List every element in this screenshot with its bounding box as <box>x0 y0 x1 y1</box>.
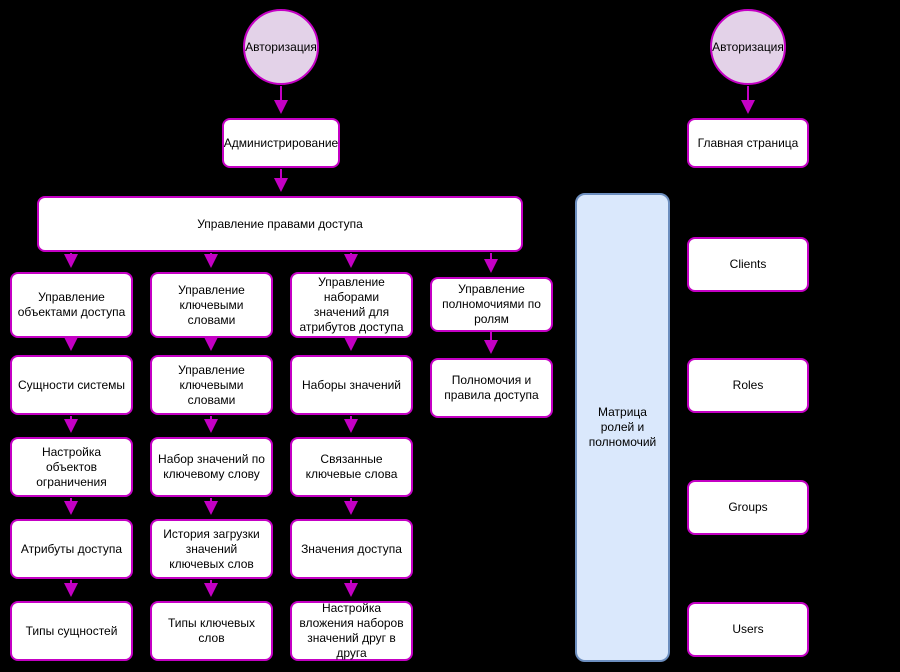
node-keyword-types: Типы ключевых слов <box>150 601 273 661</box>
node-permissions-and-access-rules: Полномочия и правила доступа <box>430 358 553 418</box>
node-restriction-objects-setup: Настройка объектов ограничения <box>10 437 133 497</box>
node-system-entities: Сущности системы <box>10 355 133 415</box>
node-role-permissions-management: Управление полномочиями по ролям <box>430 277 553 332</box>
node-access-rights-management: Управление правами доступа <box>37 196 523 252</box>
node-linked-keywords: Связанные ключевые слова <box>290 437 413 497</box>
node-users: Users <box>687 602 809 657</box>
node-administration: Администрирование <box>222 118 340 168</box>
node-roles-permissions-matrix: Матрица ролей и полномочий <box>575 193 670 662</box>
node-access-objects-management: Управление объектами доступа <box>10 272 133 338</box>
node-keywords-management-2: Управление ключевыми словами <box>150 355 273 415</box>
node-access-values: Значения доступа <box>290 519 413 579</box>
node-entity-types: Типы сущностей <box>10 601 133 661</box>
node-value-sets-management: Управление наборами значений для атрибут… <box>290 272 413 338</box>
node-main-page: Главная страница <box>687 118 809 168</box>
node-value-sets: Наборы значений <box>290 355 413 415</box>
node-keywords-management: Управление ключевыми словами <box>150 272 273 338</box>
node-keyword-value-set: Набор значений по ключевому слову <box>150 437 273 497</box>
node-keyword-values-load-history: История загрузки значений ключевых слов <box>150 519 273 579</box>
node-authorization-start-left: Авторизация <box>243 9 319 85</box>
node-authorization-start-right: Авторизация <box>710 9 786 85</box>
node-groups: Groups <box>687 480 809 535</box>
node-clients: Clients <box>687 237 809 292</box>
node-access-attributes: Атрибуты доступа <box>10 519 133 579</box>
node-roles: Roles <box>687 358 809 413</box>
node-value-sets-nesting-setup: Настройка вложения наборов значений друг… <box>290 601 413 661</box>
